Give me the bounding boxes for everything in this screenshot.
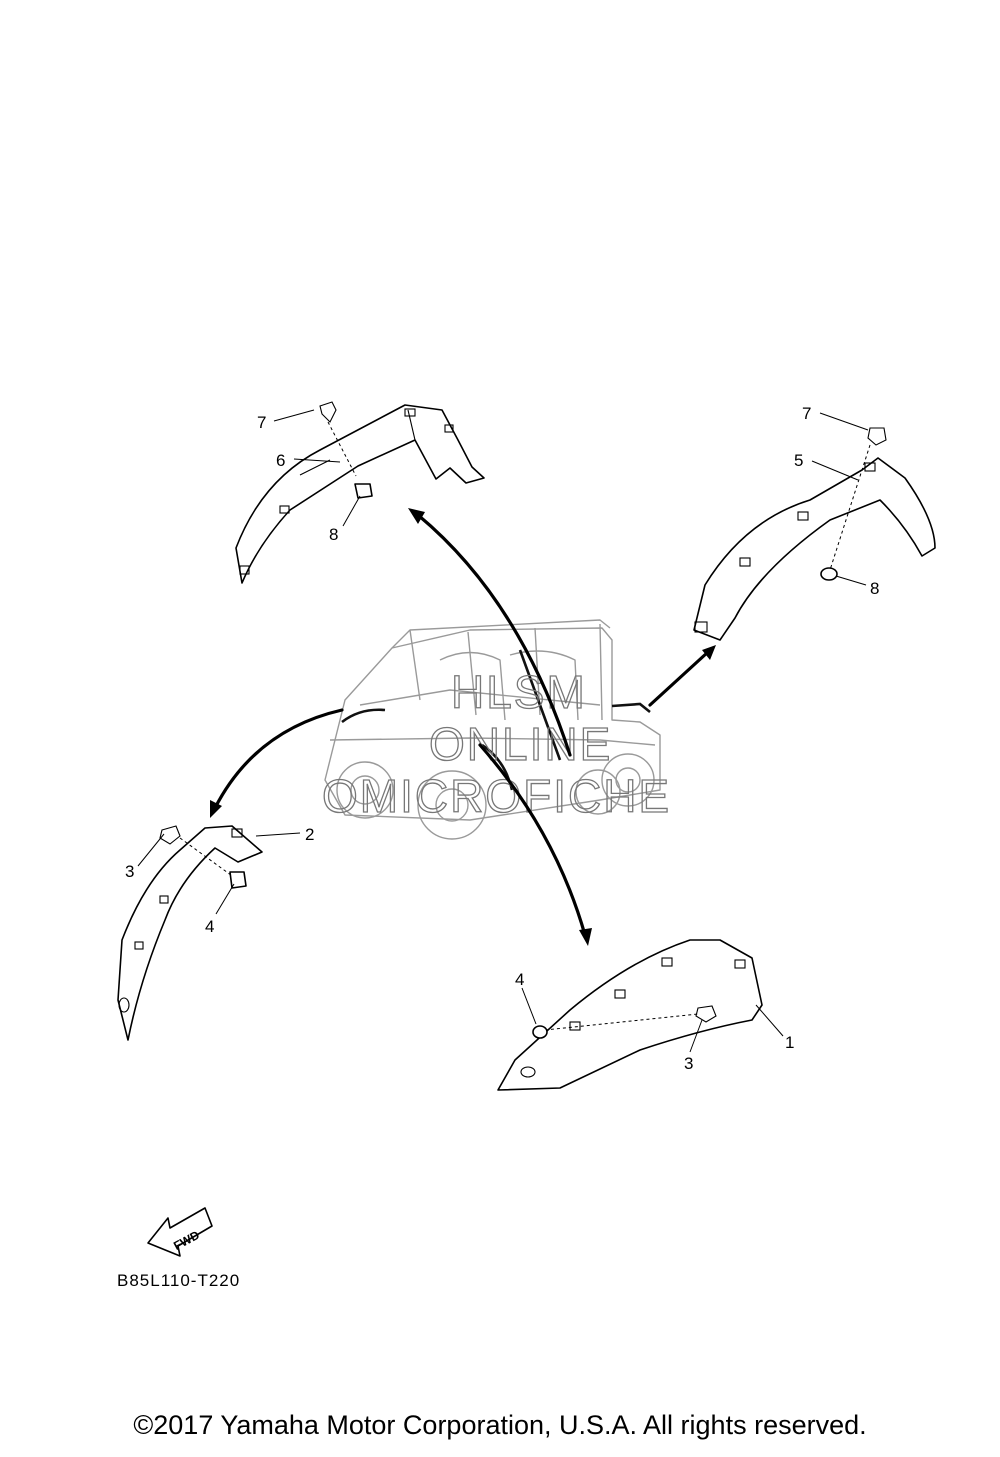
part-1-front-right-fender [497,939,763,1091]
callout-part-4-left: 4 [205,917,214,936]
leader-lines [137,409,869,1053]
callout-labels: 7 6 8 7 5 8 2 3 4 4 3 1 [125,404,879,1073]
vehicle-illustration [324,619,661,840]
fwd-indicator: FWD [147,1207,213,1257]
watermark-line2: ONLINE [429,718,612,770]
callout-part-1: 1 [785,1033,794,1052]
callout-part-5: 5 [794,451,803,470]
watermark: HLSM ONLINE OMICROFICHE [321,665,671,822]
arrow-to-part-1 [478,743,587,937]
direction-arrows [210,508,716,946]
callout-part-8-left: 8 [329,525,338,544]
watermark-line3: OMICROFICHE [322,770,671,822]
callout-part-2: 2 [305,825,314,844]
callout-part-7-left: 7 [257,413,266,432]
callout-part-4-right: 4 [515,970,524,989]
arrow-to-part-5 [648,650,710,707]
callout-part-8-right: 8 [870,579,879,598]
callout-part-7-right: 7 [802,404,811,423]
copyright-notice: ©2017 Yamaha Motor Corporation, U.S.A. A… [133,1410,867,1440]
callout-part-3-left: 3 [125,862,134,881]
callout-part-6: 6 [276,451,285,470]
diagram-code: B85L110-T220 [117,1271,240,1290]
arrow-to-part-2 [213,708,344,810]
part-2-front-left-fender [117,825,263,1041]
part-6-rear-left-fender [235,401,485,584]
watermark-line1: HLSM [451,666,587,718]
part-5-rear-right-fender [693,427,936,641]
arrow-to-part-6 [416,513,572,757]
callout-part-3-right: 3 [684,1054,693,1073]
